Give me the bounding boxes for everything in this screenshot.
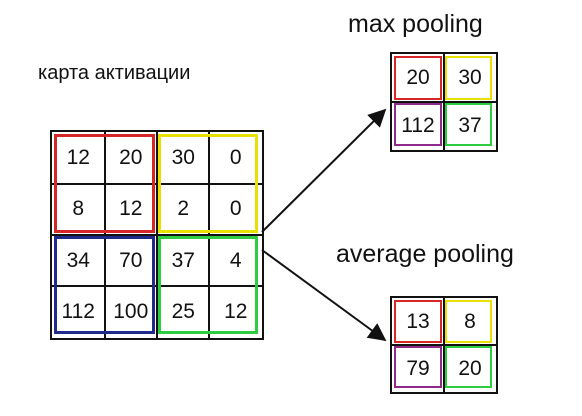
max-cell: 30 — [458, 66, 482, 89]
max-pooling-grid: 20 30 112 37 — [390, 52, 498, 152]
activation-cell: 4 — [229, 248, 242, 272]
activation-cell: 8 — [72, 197, 85, 221]
activation-cell: 34 — [66, 248, 90, 272]
average-cell: 13 — [406, 309, 430, 333]
activation-cell: 12 — [66, 145, 90, 169]
activation-cell: 0 — [229, 197, 242, 221]
activation-cell: 0 — [229, 145, 242, 169]
activation-cell: 20 — [119, 145, 143, 169]
arrow-to-max-pooling — [261, 108, 387, 233]
average-cell: 20 — [458, 356, 482, 380]
activation-cell: 12 — [224, 300, 248, 324]
activation-cell: 70 — [119, 248, 143, 272]
average-pooling-title: average pooling — [336, 240, 514, 268]
activation-cell: 12 — [119, 197, 143, 221]
activation-map-title: карта активации — [38, 62, 191, 84]
average-cell: 8 — [464, 309, 476, 333]
arrow-to-average-pooling — [261, 249, 387, 342]
activation-cell: 30 — [171, 145, 195, 169]
max-cell: 112 — [401, 114, 435, 137]
average-cell: 79 — [406, 356, 430, 380]
activation-cell: 37 — [171, 248, 195, 272]
max-pooling-title: max pooling — [348, 10, 483, 38]
activation-cell: 2 — [177, 197, 190, 221]
max-cell: 37 — [458, 114, 482, 137]
activation-cell: 25 — [171, 300, 195, 324]
activation-cell: 112 — [61, 300, 95, 324]
activation-cell: 100 — [113, 300, 149, 324]
max-cell: 20 — [406, 66, 430, 89]
